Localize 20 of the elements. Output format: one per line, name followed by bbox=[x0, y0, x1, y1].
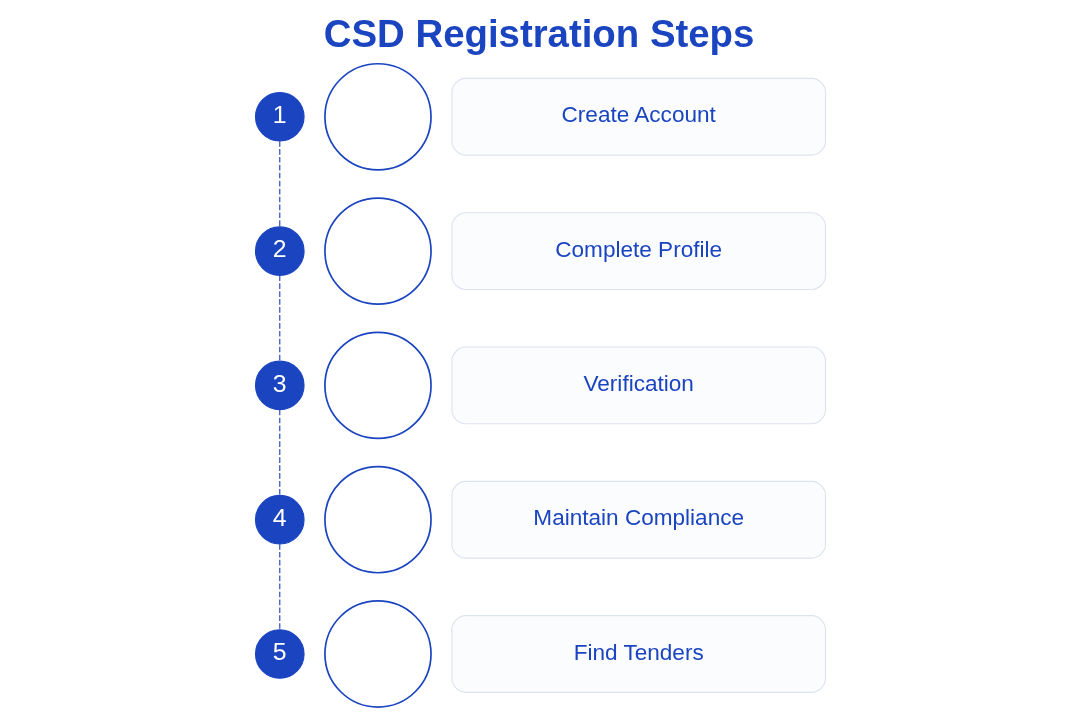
node-circle bbox=[323, 331, 432, 440]
node-circle bbox=[323, 600, 432, 708]
node-box: Verification bbox=[450, 346, 826, 425]
diagram-title: CSD Registration Steps bbox=[323, 12, 754, 56]
node-box: Create Account bbox=[450, 77, 826, 156]
node-box: Maintain Compliance bbox=[450, 480, 826, 559]
node-circle: 4 bbox=[254, 494, 305, 545]
node-circle: 5 bbox=[254, 629, 305, 679]
node-circle bbox=[323, 465, 432, 574]
node-circle bbox=[323, 197, 432, 305]
connector bbox=[278, 274, 280, 362]
node-box: Find Tenders bbox=[450, 615, 826, 693]
node-box: Complete Profile bbox=[450, 212, 826, 291]
connector bbox=[278, 409, 280, 496]
node-circle: 3 bbox=[254, 360, 305, 411]
node-circle bbox=[323, 62, 432, 171]
connector bbox=[278, 543, 280, 630]
node-circle: 2 bbox=[254, 226, 305, 276]
node-circle: 1 bbox=[254, 91, 305, 142]
connector bbox=[278, 140, 280, 227]
